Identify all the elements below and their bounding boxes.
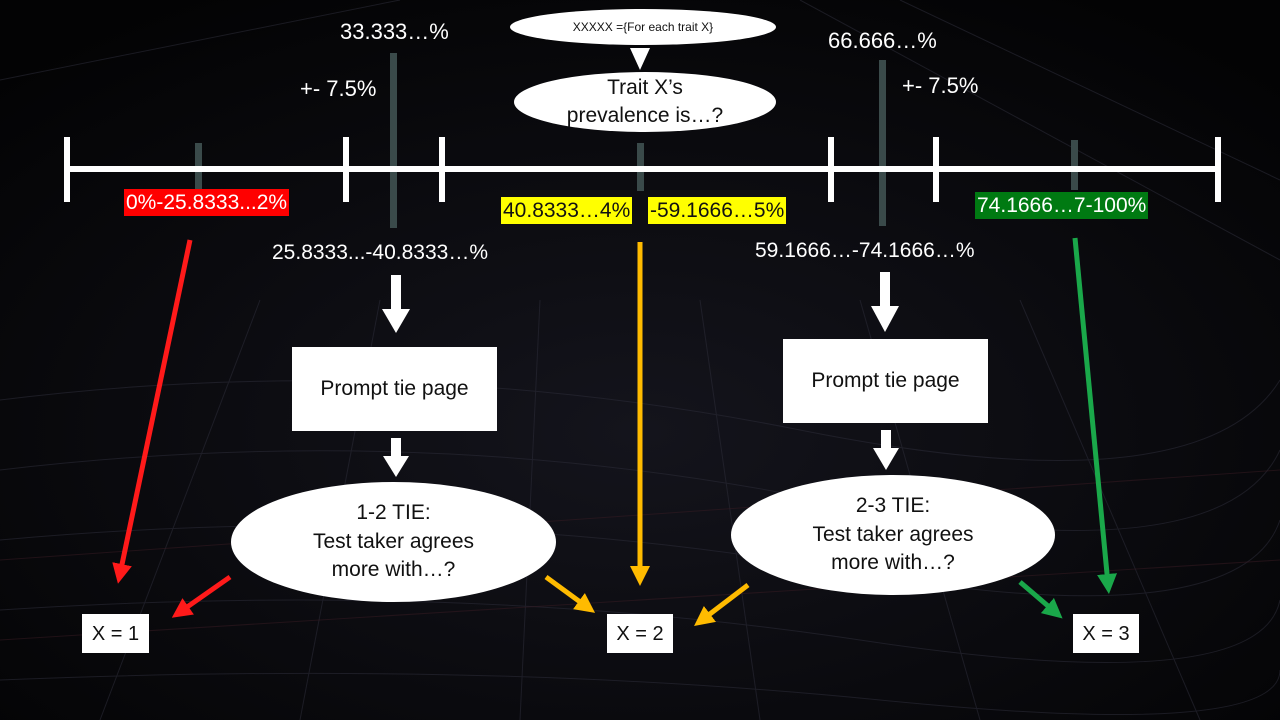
tick-high-center <box>1071 140 1078 190</box>
range-tie-high-label: 59.1666…-74.1666…% <box>755 239 975 262</box>
outcome-three-label: X = 3 <box>1082 622 1130 645</box>
prevalence-question-line-1: Trait X’s <box>607 75 683 99</box>
arrow-high-to-three <box>1072 237 1118 594</box>
arrow-tie1-to-one <box>171 574 232 618</box>
mark-67-line <box>879 60 886 226</box>
foreach-label: XXXXX ={For each trait X} <box>572 19 714 34</box>
tie-low-page-label: Prompt tie page <box>320 377 469 401</box>
arrow-tie-high-to-page <box>871 272 899 332</box>
arrow-foreach-to-question <box>630 48 650 70</box>
arrow-low-to-one <box>112 239 193 584</box>
tie-high-question-line-3: more with…? <box>831 551 955 575</box>
range-low-label: 0%-25.8333...2% <box>124 189 290 216</box>
outcome-two-label: X = 2 <box>616 622 664 645</box>
outcome-three-box: X = 3 <box>1073 614 1139 653</box>
foreach-bubble: XXXXX ={For each trait X} <box>510 9 776 45</box>
outcome-one-label: X = 1 <box>91 622 140 645</box>
prevalence-question-line-2: prevalence is…? <box>566 104 724 127</box>
white-arrows <box>382 48 899 477</box>
arrow-page-low-to-question <box>383 438 409 477</box>
outcome-two-box: X = 2 <box>607 614 673 653</box>
arrow-tie1-to-two <box>544 574 596 613</box>
mark-33-label: 33.333…% <box>340 19 449 44</box>
tie-low-question-line-1: 1-2 TIE: <box>356 501 431 525</box>
tolerance-left-label: +- 7.5% <box>300 76 377 101</box>
mark-67-label: 66.666…% <box>828 28 937 53</box>
arrow-tie2-to-three <box>1018 580 1063 619</box>
range-mid-label-b: -59.1666…5% <box>648 197 787 224</box>
range-high-label: 74.1666…7-100% <box>975 192 1149 219</box>
colored-arrows <box>112 237 1118 627</box>
scale-line <box>64 137 1221 202</box>
range-tie-low-label: 25.8333...-40.8333…% <box>272 241 488 264</box>
tie-low-question-line-3: more with…? <box>331 558 456 582</box>
arrow-page-high-to-question <box>873 430 899 470</box>
outcome-one-box: X = 1 <box>82 614 149 653</box>
tie-high-page-box: Prompt tie page <box>783 339 988 423</box>
tie-high-question-oval: 2-3 TIE: Test taker agrees more with…? <box>731 475 1055 595</box>
range-mid-label-a: 40.8333…4% <box>501 197 633 224</box>
arrow-tie2-to-two <box>694 583 750 627</box>
prevalence-question-oval: Trait X’s prevalence is…? <box>514 72 776 132</box>
tie-low-page-box: Prompt tie page <box>292 347 497 431</box>
tie-high-question-line-2: Test taker agrees <box>812 522 974 546</box>
tolerance-right-label: +- 7.5% <box>902 73 979 98</box>
tie-low-question-line-2: Test taker agrees <box>312 529 475 553</box>
tie-high-question-line-1: 2-3 TIE: <box>855 494 931 518</box>
tie-low-question-oval: 1-2 TIE: Test taker agrees more with…? <box>231 482 556 602</box>
tie-high-page-label: Prompt tie page <box>811 369 960 393</box>
arrow-tie-low-to-page <box>382 275 410 333</box>
mark-33-line <box>390 53 397 228</box>
